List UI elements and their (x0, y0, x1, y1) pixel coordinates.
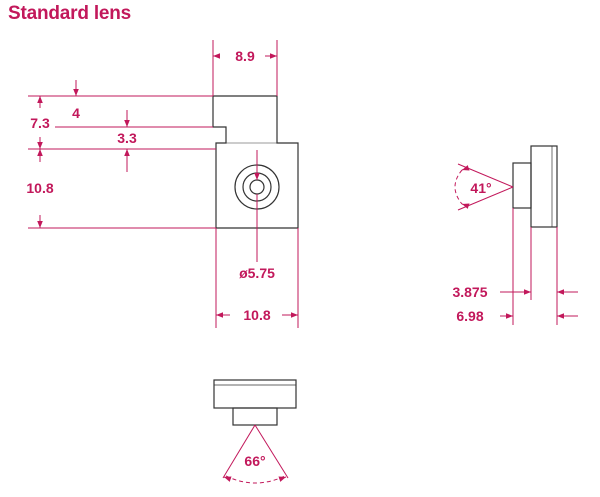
dim-depth-lens: 3.875 (452, 284, 487, 300)
bottom-lens-barrel (232, 407, 278, 426)
front-dimension-lines (28, 40, 299, 328)
bottom-view (213, 379, 297, 426)
dim-aperture: ø5.75 (239, 265, 275, 281)
dim-fov-bottom: 66° (244, 453, 265, 469)
page-title: Standard lens (8, 3, 132, 24)
aperture-inner (249, 179, 265, 195)
bottom-dimension-lines (222, 424, 289, 484)
bottom-body (213, 379, 297, 409)
dim-body-height: 10.8 (26, 180, 53, 196)
dim-depth-total: 6.98 (456, 308, 483, 324)
side-body (530, 145, 558, 228)
dim-top-width: 8.9 (235, 48, 255, 64)
side-dimension-lines (454, 163, 578, 325)
side-lens-barrel (512, 162, 532, 209)
dim-body-width: 10.8 (243, 307, 270, 323)
dim-notch: 3.3 (117, 130, 137, 146)
dim-upper-height: 4 (72, 105, 80, 121)
lens-body-outline (212, 95, 299, 229)
front-view (212, 95, 299, 229)
side-view (512, 145, 558, 228)
dim-fov-side: 41° (470, 180, 491, 196)
dim-total-upper: 7.3 (30, 115, 50, 131)
